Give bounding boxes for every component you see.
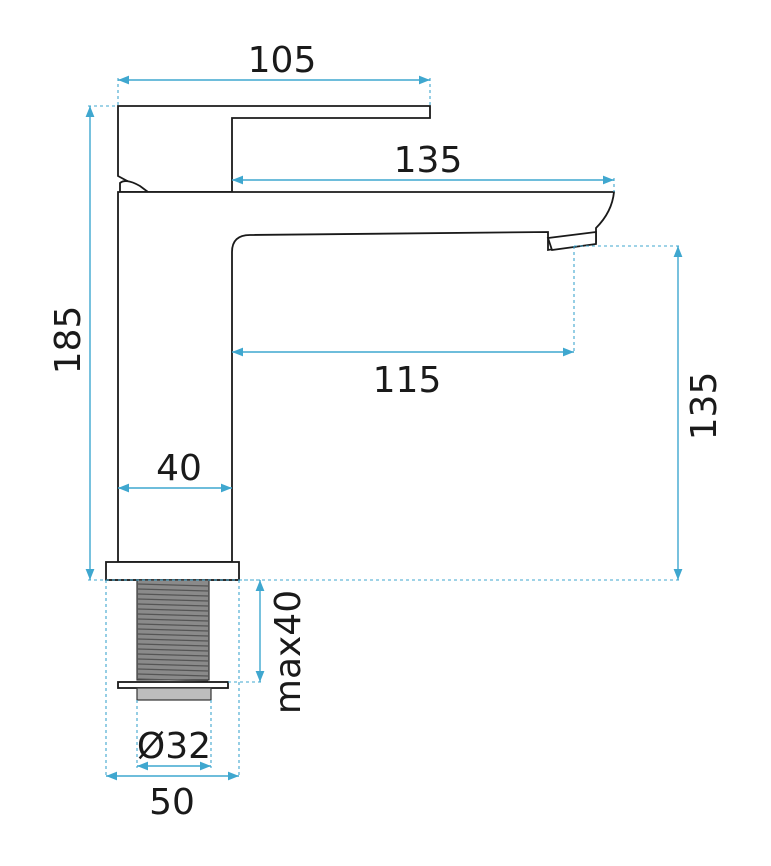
thread-line — [137, 648, 209, 652]
thread-line — [137, 623, 209, 627]
faucet-body — [117, 191, 615, 563]
thread-line — [137, 583, 209, 587]
thread-line — [137, 643, 209, 647]
label-max-countertop: max40 — [268, 590, 309, 714]
label-top-width: 105 — [248, 40, 317, 81]
label-thread-diameter: Ø32 — [137, 726, 211, 767]
label-outlet-height: 135 — [684, 372, 725, 441]
mounting-nut-plate — [117, 681, 229, 689]
thread-line — [137, 633, 209, 637]
handle-joint — [119, 180, 151, 193]
thread-line — [137, 663, 209, 667]
thread-line — [137, 618, 209, 622]
faucet-handle — [117, 105, 431, 193]
thread-line — [137, 673, 209, 677]
label-spout-reach: 115 — [373, 360, 442, 401]
label-spout-length: 135 — [394, 140, 463, 181]
thread-line — [137, 628, 209, 632]
label-total-height: 185 — [48, 306, 89, 375]
threaded-rod — [136, 579, 210, 682]
thread-line — [137, 588, 209, 592]
dimension-lines — [85, 75, 683, 781]
thread-line — [137, 603, 209, 607]
label-body-width: 40 — [156, 448, 202, 489]
spout-outlet — [546, 230, 597, 251]
thread-line — [137, 598, 209, 602]
extension-lines — [88, 78, 680, 778]
thread-line — [137, 613, 209, 617]
mounting-nut — [136, 687, 212, 701]
base-plate — [105, 561, 240, 581]
label-base-width: 50 — [149, 782, 195, 823]
thread-line — [137, 638, 209, 642]
thread-line — [137, 608, 209, 612]
faucet-outline — [105, 105, 615, 701]
thread-line — [137, 658, 209, 662]
dimension-labels: 105 135 185 115 135 40 max40 Ø32 50 — [48, 40, 725, 823]
thread-line — [137, 593, 209, 597]
thread-line — [137, 653, 209, 657]
thread-line — [137, 668, 209, 672]
thread-line — [137, 678, 209, 682]
